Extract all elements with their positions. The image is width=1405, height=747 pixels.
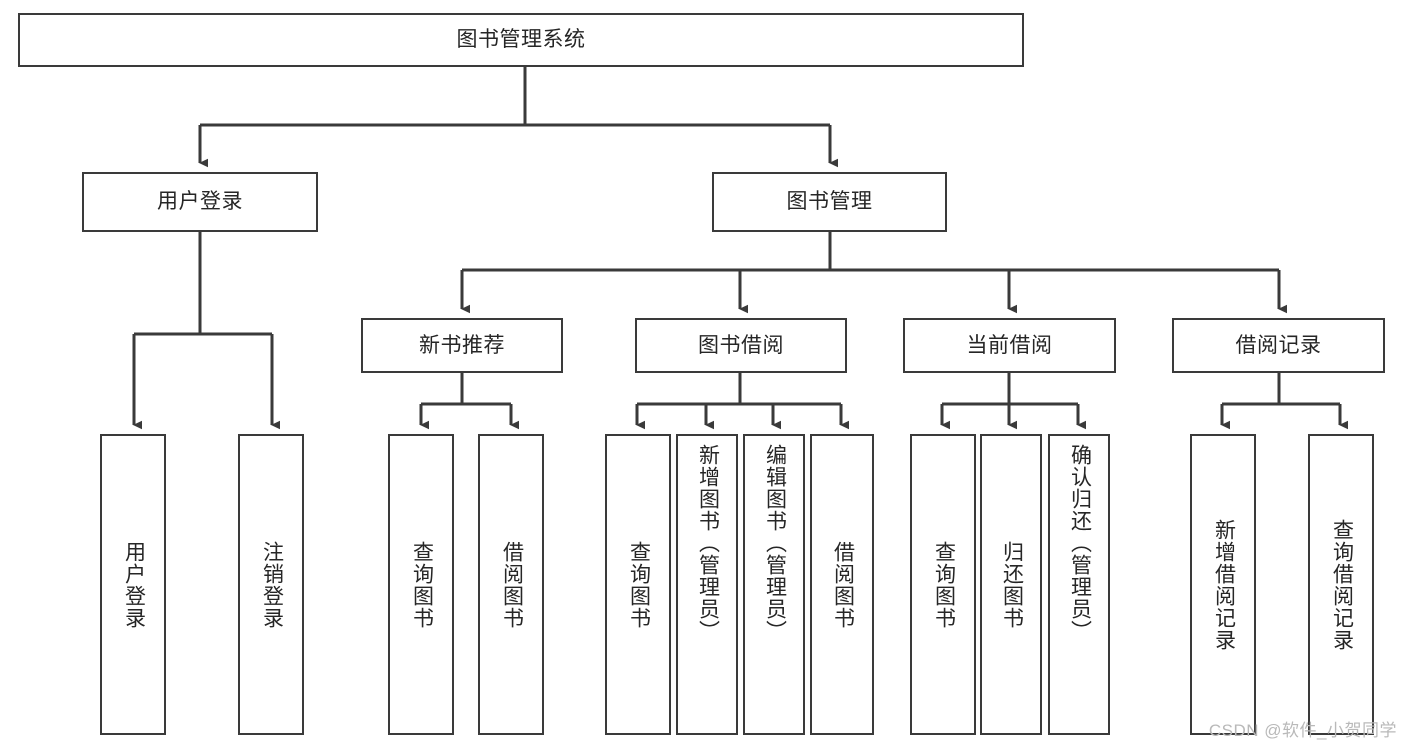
leaf-add-borrowing-record[interactable]: 新增借阅记录 — [1190, 434, 1256, 735]
node-borrowing-records[interactable]: 借阅记录 — [1172, 318, 1385, 373]
leaf-return-book[interactable]: 归还图书 — [980, 434, 1042, 735]
leaf-query-borrowing-record[interactable]: 查询借阅记录 — [1308, 434, 1374, 735]
node-root-system[interactable]: 图书管理系统 — [18, 13, 1024, 67]
node-label: 归还图书 — [1000, 540, 1024, 629]
node-label: 新增图书（管理员） — [696, 444, 720, 642]
leaf-edit-book-admin[interactable]: 编辑图书（管理员） — [743, 434, 805, 735]
node-new-book-recommendation[interactable]: 新书推荐 — [361, 318, 563, 373]
leaf-borrow-book[interactable]: 借阅图书 — [810, 434, 874, 735]
node-label: 查询图书 — [932, 540, 956, 629]
node-label: 查询图书 — [627, 540, 651, 629]
node-label: 借阅记录 — [1235, 333, 1322, 357]
node-label: 当前借阅 — [966, 333, 1053, 357]
leaf-confirm-return-admin[interactable]: 确认归还（管理员） — [1048, 434, 1110, 735]
node-book-borrowing[interactable]: 图书借阅 — [635, 318, 847, 373]
node-label: 图书管理 — [786, 190, 873, 214]
leaf-query-book-borrowing[interactable]: 查询图书 — [605, 434, 671, 735]
node-label: 图书借阅 — [698, 333, 784, 357]
node-label: 借阅图书 — [831, 540, 855, 629]
node-label: 查询借阅记录 — [1330, 518, 1354, 651]
node-label: 查询图书 — [410, 540, 434, 629]
leaf-query-book-recommend[interactable]: 查询图书 — [388, 434, 454, 735]
leaf-borrow-book-recommend[interactable]: 借阅图书 — [478, 434, 544, 735]
leaf-query-book-current[interactable]: 查询图书 — [910, 434, 976, 735]
node-label: 图书管理系统 — [456, 28, 586, 52]
leaf-add-book-admin[interactable]: 新增图书（管理员） — [676, 434, 738, 735]
node-book-management[interactable]: 图书管理 — [712, 172, 947, 232]
node-current-borrowing[interactable]: 当前借阅 — [903, 318, 1116, 373]
watermark-text: CSDN @软件_小贺同学 — [1208, 721, 1397, 740]
node-label: 用户登录 — [122, 540, 146, 629]
node-label: 借阅图书 — [500, 540, 524, 629]
leaf-user-login[interactable]: 用户登录 — [100, 434, 166, 735]
node-label: 注销登录 — [260, 540, 284, 629]
leaf-logout[interactable]: 注销登录 — [238, 434, 304, 735]
node-label: 编辑图书（管理员） — [763, 444, 787, 642]
node-user-login[interactable]: 用户登录 — [82, 172, 318, 232]
node-label: 用户登录 — [157, 190, 243, 214]
node-label: 新书推荐 — [419, 333, 505, 357]
node-label: 确认归还（管理员） — [1068, 444, 1092, 642]
node-label: 新增借阅记录 — [1212, 518, 1236, 651]
